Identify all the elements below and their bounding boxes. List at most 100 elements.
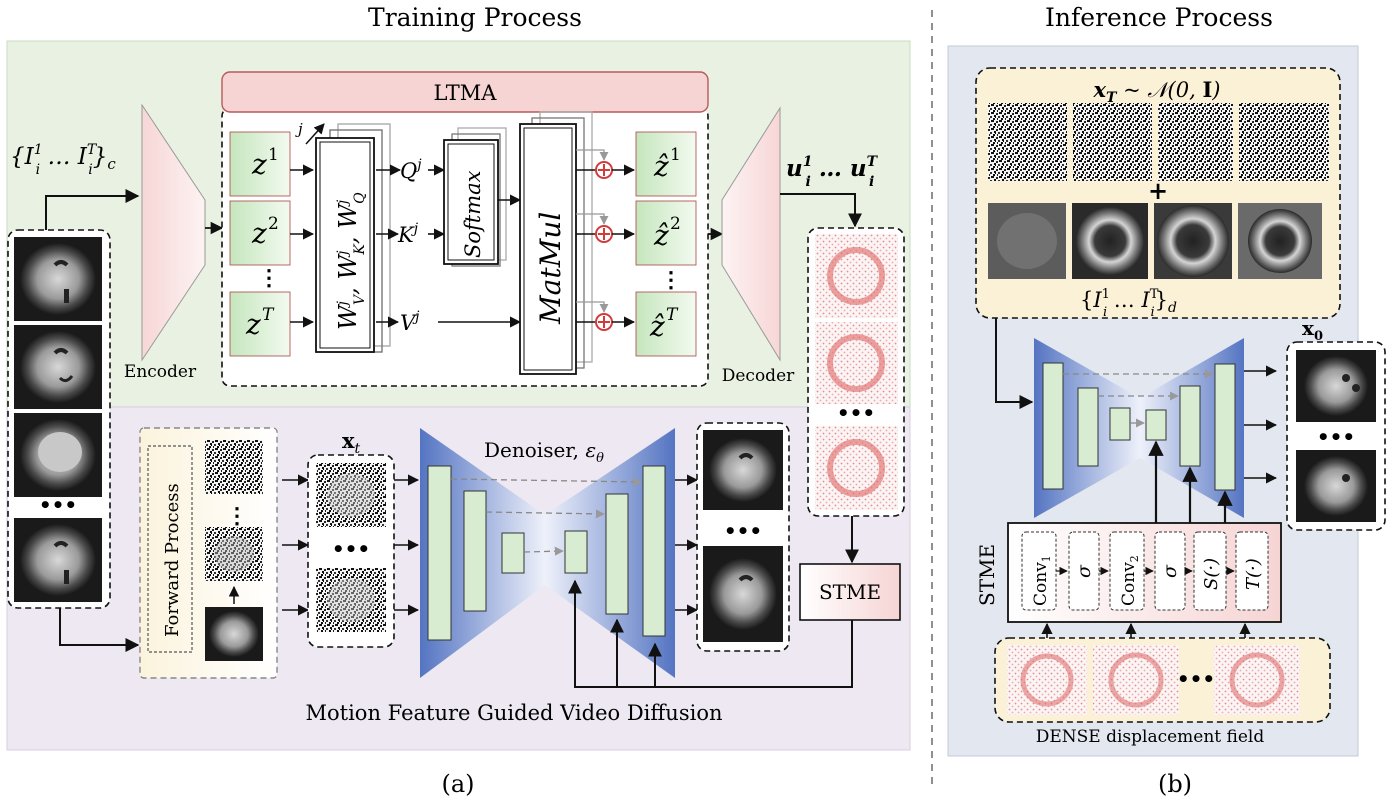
denoised-output-ellipsis: ••• (724, 519, 762, 543)
matmul-stack (519, 111, 593, 375)
stme-op-sigma2-label: σ (1159, 564, 1181, 578)
denoised-output-2 (703, 546, 783, 642)
x0-ellipsis: ••• (1317, 425, 1355, 449)
svg-text:ẑ: ẑ (653, 219, 669, 252)
forward-process-box (147, 445, 193, 653)
noise-sample-3 (1158, 103, 1233, 181)
dense-field-3 (1214, 645, 1300, 715)
residual-adder-2 (576, 213, 636, 243)
encoder-trapezoid (141, 103, 206, 362)
xt-frame-2 (316, 568, 386, 632)
svg-text:ẑ: ẑ (653, 150, 669, 183)
input-frame-2 (14, 325, 102, 409)
z-output-ellipsis: ⋮ (660, 267, 682, 293)
forward-noise-1 (205, 440, 263, 494)
svg-text:2: 2 (268, 214, 279, 234)
softmax-label: Softmax (461, 170, 485, 258)
noise-sample-4 (1239, 103, 1329, 181)
inference-unet (1034, 338, 1244, 518)
xt-frame-1 (316, 463, 386, 527)
decoder-to-motion-arrow (780, 193, 862, 228)
stme-op-conv1-label: Conv1 (1031, 555, 1053, 606)
dense-field-ellipsis: ••• (1177, 667, 1215, 691)
inference-stme-label: STME (975, 544, 999, 606)
svg-text:T: T (666, 305, 679, 325)
inference-title: Inference Process (1045, 3, 1273, 32)
z-input-ellipsis: ⋮ (258, 265, 280, 291)
matmul-label: MatMul (534, 212, 567, 325)
softmax-stack (443, 127, 507, 267)
decoder-trapezoid (721, 106, 781, 362)
motion-field-3 (815, 426, 898, 510)
forward-ellipsis: ⋮ (226, 503, 248, 529)
svg-text:2: 2 (670, 214, 681, 234)
ltma-header (221, 71, 709, 113)
head-index-label: j (295, 120, 303, 138)
residual-adder-1 (576, 149, 636, 179)
svg-text:1: 1 (268, 145, 279, 165)
training-title: Training Process (368, 3, 582, 32)
dense-field-1 (1007, 645, 1087, 715)
frames-to-forward-arrow (59, 608, 140, 652)
stme-op-t-label: T(·) (1243, 558, 1264, 590)
frames-to-encoder-arrow (45, 189, 140, 230)
dense-field-label: DENSE displacement field (1036, 727, 1265, 747)
stme-guidance-path (568, 579, 853, 688)
weight-label: WjV, WjK, WjQ (334, 192, 368, 330)
noise-plus: + (1148, 176, 1168, 205)
condition-frame-4 (1238, 203, 1322, 279)
dense-field-2 (1093, 645, 1179, 715)
caption-a: (a) (441, 770, 474, 798)
denoised-output-1 (703, 430, 783, 510)
q-label: Qj (400, 157, 422, 183)
svg-text:z: z (251, 217, 267, 250)
input-frame-3 (14, 413, 102, 497)
head-index-arrow (305, 123, 325, 145)
forward-process-label: Forward Process (162, 483, 183, 637)
denoiser-unet (420, 428, 675, 678)
stme-op-sigma1-label: σ (1073, 564, 1095, 578)
forward-clean-frame (205, 607, 263, 661)
k-label: Kj (397, 221, 419, 247)
stme-op-t (1235, 531, 1269, 611)
training-stme-box (799, 563, 901, 621)
x0-frame-1 (1296, 350, 1376, 422)
stme-op-s-label: S(·) (1201, 558, 1222, 590)
motion-field-2 (815, 322, 898, 404)
x0-frame-2 (1296, 450, 1376, 522)
svg-text:1: 1 (670, 145, 681, 165)
encoder-label: Encoder (124, 362, 197, 382)
decoder-label: Decoder (722, 366, 795, 386)
noise-sample-1 (988, 103, 1067, 181)
svg-text:T: T (262, 305, 275, 325)
input-frames-ellipsis: ••• (39, 493, 77, 517)
residual-adder-T (576, 301, 636, 331)
weight-projection-stack (315, 123, 391, 353)
training-stme-label: STME (819, 580, 881, 604)
v-label: Vj (400, 309, 420, 335)
caption-b: (b) (1158, 770, 1192, 798)
denoiser-label: Denoiser, εθ (484, 438, 604, 466)
diffusion-section-title: Motion Feature Guided Video Diffusion (306, 701, 723, 725)
input-frame-1 (14, 237, 102, 321)
forward-noise-2 (205, 527, 263, 581)
ltma-title: LTMA (434, 81, 498, 105)
stme-op-sigma2 (1154, 531, 1186, 611)
stme-op-sigma1 (1068, 531, 1100, 611)
svg-text:z: z (245, 308, 261, 341)
stme-op-conv2-label: Conv2 (1119, 555, 1141, 606)
svg-text:z: z (251, 148, 267, 181)
condition-frame-3 (1154, 203, 1232, 279)
motion-field-1 (815, 234, 898, 318)
condition-frame-2 (1072, 203, 1148, 279)
